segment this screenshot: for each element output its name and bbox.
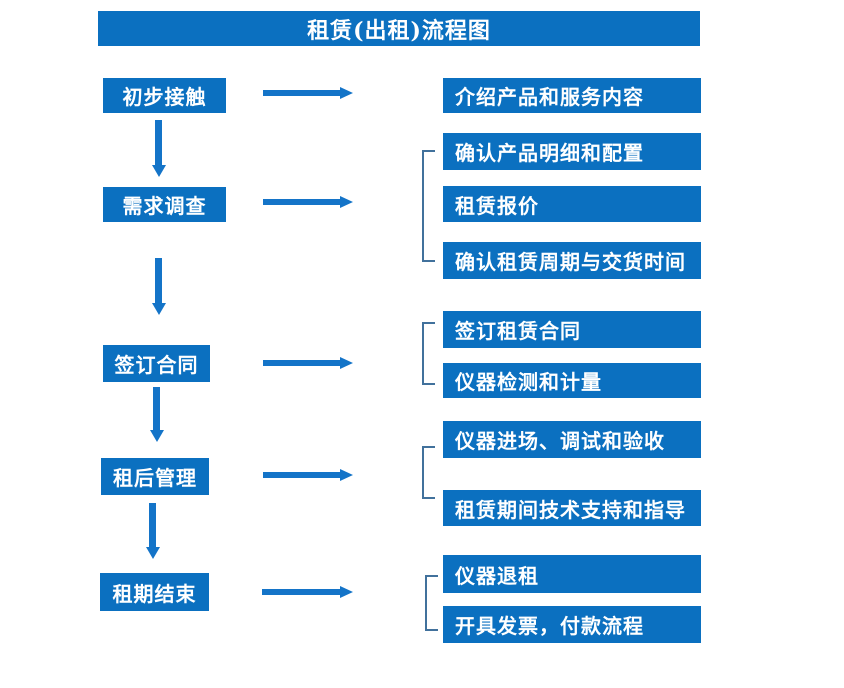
detail-box-tech-support-guidance: 租赁期间技术支持和指导 (443, 490, 701, 526)
detail-box-confirm-product-config: 确认产品明细和配置 (443, 133, 701, 170)
flowchart-title: 租赁(出租)流程图 (98, 11, 700, 46)
group-bracket (422, 446, 435, 499)
right-arrow-icon (263, 356, 353, 369)
right-arrow-head (340, 86, 353, 99)
down-arrow-icon (151, 120, 166, 177)
right-arrow-head (340, 356, 353, 369)
detail-box-invoice-payment: 开具发票，付款流程 (443, 606, 701, 643)
detail-box-instrument-entry-acceptance: 仪器进场、调试和验收 (443, 421, 701, 458)
stage-box-initial-contact: 初步接触 (103, 78, 226, 113)
down-arrow-icon (149, 387, 164, 442)
right-arrow-head (340, 468, 353, 481)
detail-box-sign-rental-contract: 签订租赁合同 (443, 311, 701, 348)
right-arrow-icon (263, 468, 353, 481)
detail-box-rental-quotation: 租赁报价 (443, 186, 701, 222)
stage-box-demand-survey: 需求调查 (103, 187, 226, 222)
right-arrow-icon (262, 585, 353, 598)
right-arrow-stem (263, 471, 340, 478)
down-arrow-head (151, 303, 166, 315)
stage-box-rental-end: 租期结束 (100, 573, 209, 611)
detail-box-instrument-return: 仪器退租 (443, 555, 701, 593)
down-arrow-stem (155, 120, 162, 165)
down-arrow-stem (149, 503, 156, 547)
down-arrow-stem (153, 387, 160, 430)
right-arrow-icon (263, 86, 353, 99)
right-arrow-icon (263, 195, 353, 208)
down-arrow-stem (155, 258, 162, 303)
detail-box-introduce-products: 介绍产品和服务内容 (443, 78, 701, 113)
detail-box-instrument-test-metering: 仪器检测和计量 (443, 363, 701, 398)
stage-box-sign-contract: 签订合同 (103, 345, 210, 382)
right-arrow-stem (263, 89, 340, 96)
down-arrow-head (145, 547, 160, 559)
right-arrow-stem (263, 359, 340, 366)
down-arrow-icon (151, 258, 166, 315)
stage-box-post-rental-management: 租后管理 (101, 458, 209, 495)
right-arrow-head (340, 585, 353, 598)
down-arrow-head (149, 430, 164, 442)
down-arrow-icon (145, 503, 160, 559)
right-arrow-stem (262, 588, 340, 595)
group-bracket (422, 322, 435, 385)
right-arrow-head (340, 195, 353, 208)
group-bracket (422, 150, 435, 262)
group-bracket (425, 575, 438, 631)
down-arrow-head (151, 165, 166, 177)
right-arrow-stem (263, 198, 340, 205)
detail-box-confirm-period-delivery: 确认租赁周期与交货时间 (443, 242, 701, 279)
